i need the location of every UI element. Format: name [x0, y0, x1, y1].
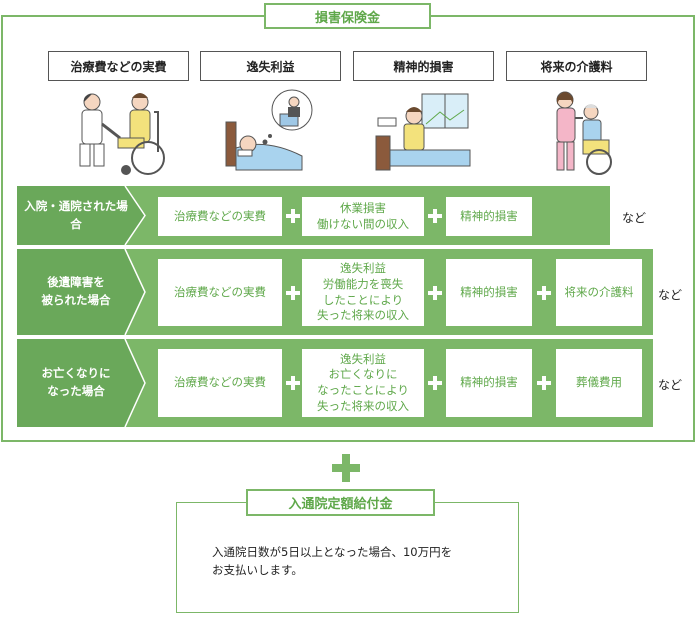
- cell-line: 休業損害: [340, 200, 386, 215]
- doctor-patient-wheelchair-icon: [79, 93, 165, 175]
- plus-icon: [428, 209, 442, 223]
- plus-icon: [286, 209, 300, 223]
- row-death-text: お亡くなりになった場合: [22, 365, 142, 401]
- caregiver-wheelchair-icon: [556, 91, 612, 175]
- row-disability-cell-lost-profits: 逸失利益労働能力を喪失したことにより失った将来の収入: [302, 259, 424, 326]
- row-disability-cell-medical: 治療費などの実費: [158, 259, 282, 326]
- row-hospitalized-text: 入院・通院された場合: [24, 198, 128, 231]
- fixed-benefit-title: 入通院定額給付金: [246, 489, 435, 516]
- text-line: 入通院日数が5日以上となった場合、10万円を: [212, 545, 453, 559]
- row-disability-cell-care: 将来の介護料: [556, 259, 642, 326]
- row-hospitalized-cell-mental: 精神的損害: [446, 197, 532, 236]
- label-line: 被られた場合: [41, 293, 111, 307]
- plus-icon: [286, 286, 300, 300]
- row-hospitalized-suffix: など: [622, 211, 647, 225]
- row-hospitalized-arrow: [17, 186, 146, 245]
- row-disability-text: 後遺障害を被られた場合: [22, 274, 142, 310]
- row-disability-arrow: [17, 249, 146, 335]
- row-death-cell-funeral: 葬儀費用: [556, 349, 642, 417]
- row-disability-cell-mental: 精神的損害: [446, 259, 532, 326]
- row-death-cell-mental: 精神的損害: [446, 349, 532, 417]
- row-death-cell-lost-profits: 逸失利益お亡くなりになったことにより失った将来の収入: [302, 349, 424, 417]
- cell-line: 失った将来の収入: [317, 398, 409, 413]
- plus-icon: [286, 376, 300, 390]
- main-title: 損害保険金: [264, 3, 431, 29]
- row-death-cell-medical: 治療費などの実費: [158, 349, 282, 417]
- cell-line: したことにより: [322, 292, 404, 307]
- cell-line: 働けない間の収入: [317, 216, 409, 231]
- cell-line: 逸失利益: [340, 261, 386, 276]
- row-hospitalized-cell-lost-wages: 休業損害働けない間の収入: [302, 197, 424, 236]
- cell-line: お亡くなりに: [328, 367, 398, 382]
- cell-line: 労働能力を喪失: [322, 276, 404, 291]
- label-line: お亡くなりに: [41, 366, 111, 381]
- text-line: お支払いします。: [212, 563, 303, 578]
- label-line: なった場合: [47, 384, 105, 398]
- category-lost-profits: 逸失利益: [200, 51, 341, 81]
- plus-icon: [428, 376, 442, 390]
- sick-in-bed-thinking-work-icon: [225, 89, 313, 171]
- category-medical-expenses: 治療費などの実費: [48, 51, 189, 81]
- label-line: 後遺障害を: [47, 275, 105, 290]
- category-future-care: 将来の介護料: [506, 51, 647, 81]
- plus-icon: [428, 286, 442, 300]
- row-disability-suffix: など: [658, 288, 683, 302]
- plus-icon: [537, 286, 551, 300]
- row-death-arrow: [17, 339, 146, 427]
- fixed-benefit-text: 入通院日数が5日以上となった場合、10万円を お支払いします。: [212, 543, 502, 580]
- row-hospitalized-label: 入院・通院された場合: [17, 186, 147, 245]
- plus-icon: [537, 376, 551, 390]
- row-death-label: お亡くなりになった場合: [17, 339, 147, 427]
- row-death-suffix: など: [658, 378, 683, 392]
- cell-line: 逸失利益: [340, 351, 386, 366]
- plus-icon: [332, 454, 360, 482]
- patient-in-hospital-bed-icon: [375, 93, 471, 171]
- row-disability-label: 後遺障害を被られた場合: [17, 249, 147, 335]
- cell-line: 失った将来の収入: [317, 308, 409, 323]
- cell-line: なったことにより: [317, 383, 409, 397]
- category-mental-damage: 精神的損害: [353, 51, 494, 81]
- row-hospitalized-cell-medical: 治療費などの実費: [158, 197, 282, 236]
